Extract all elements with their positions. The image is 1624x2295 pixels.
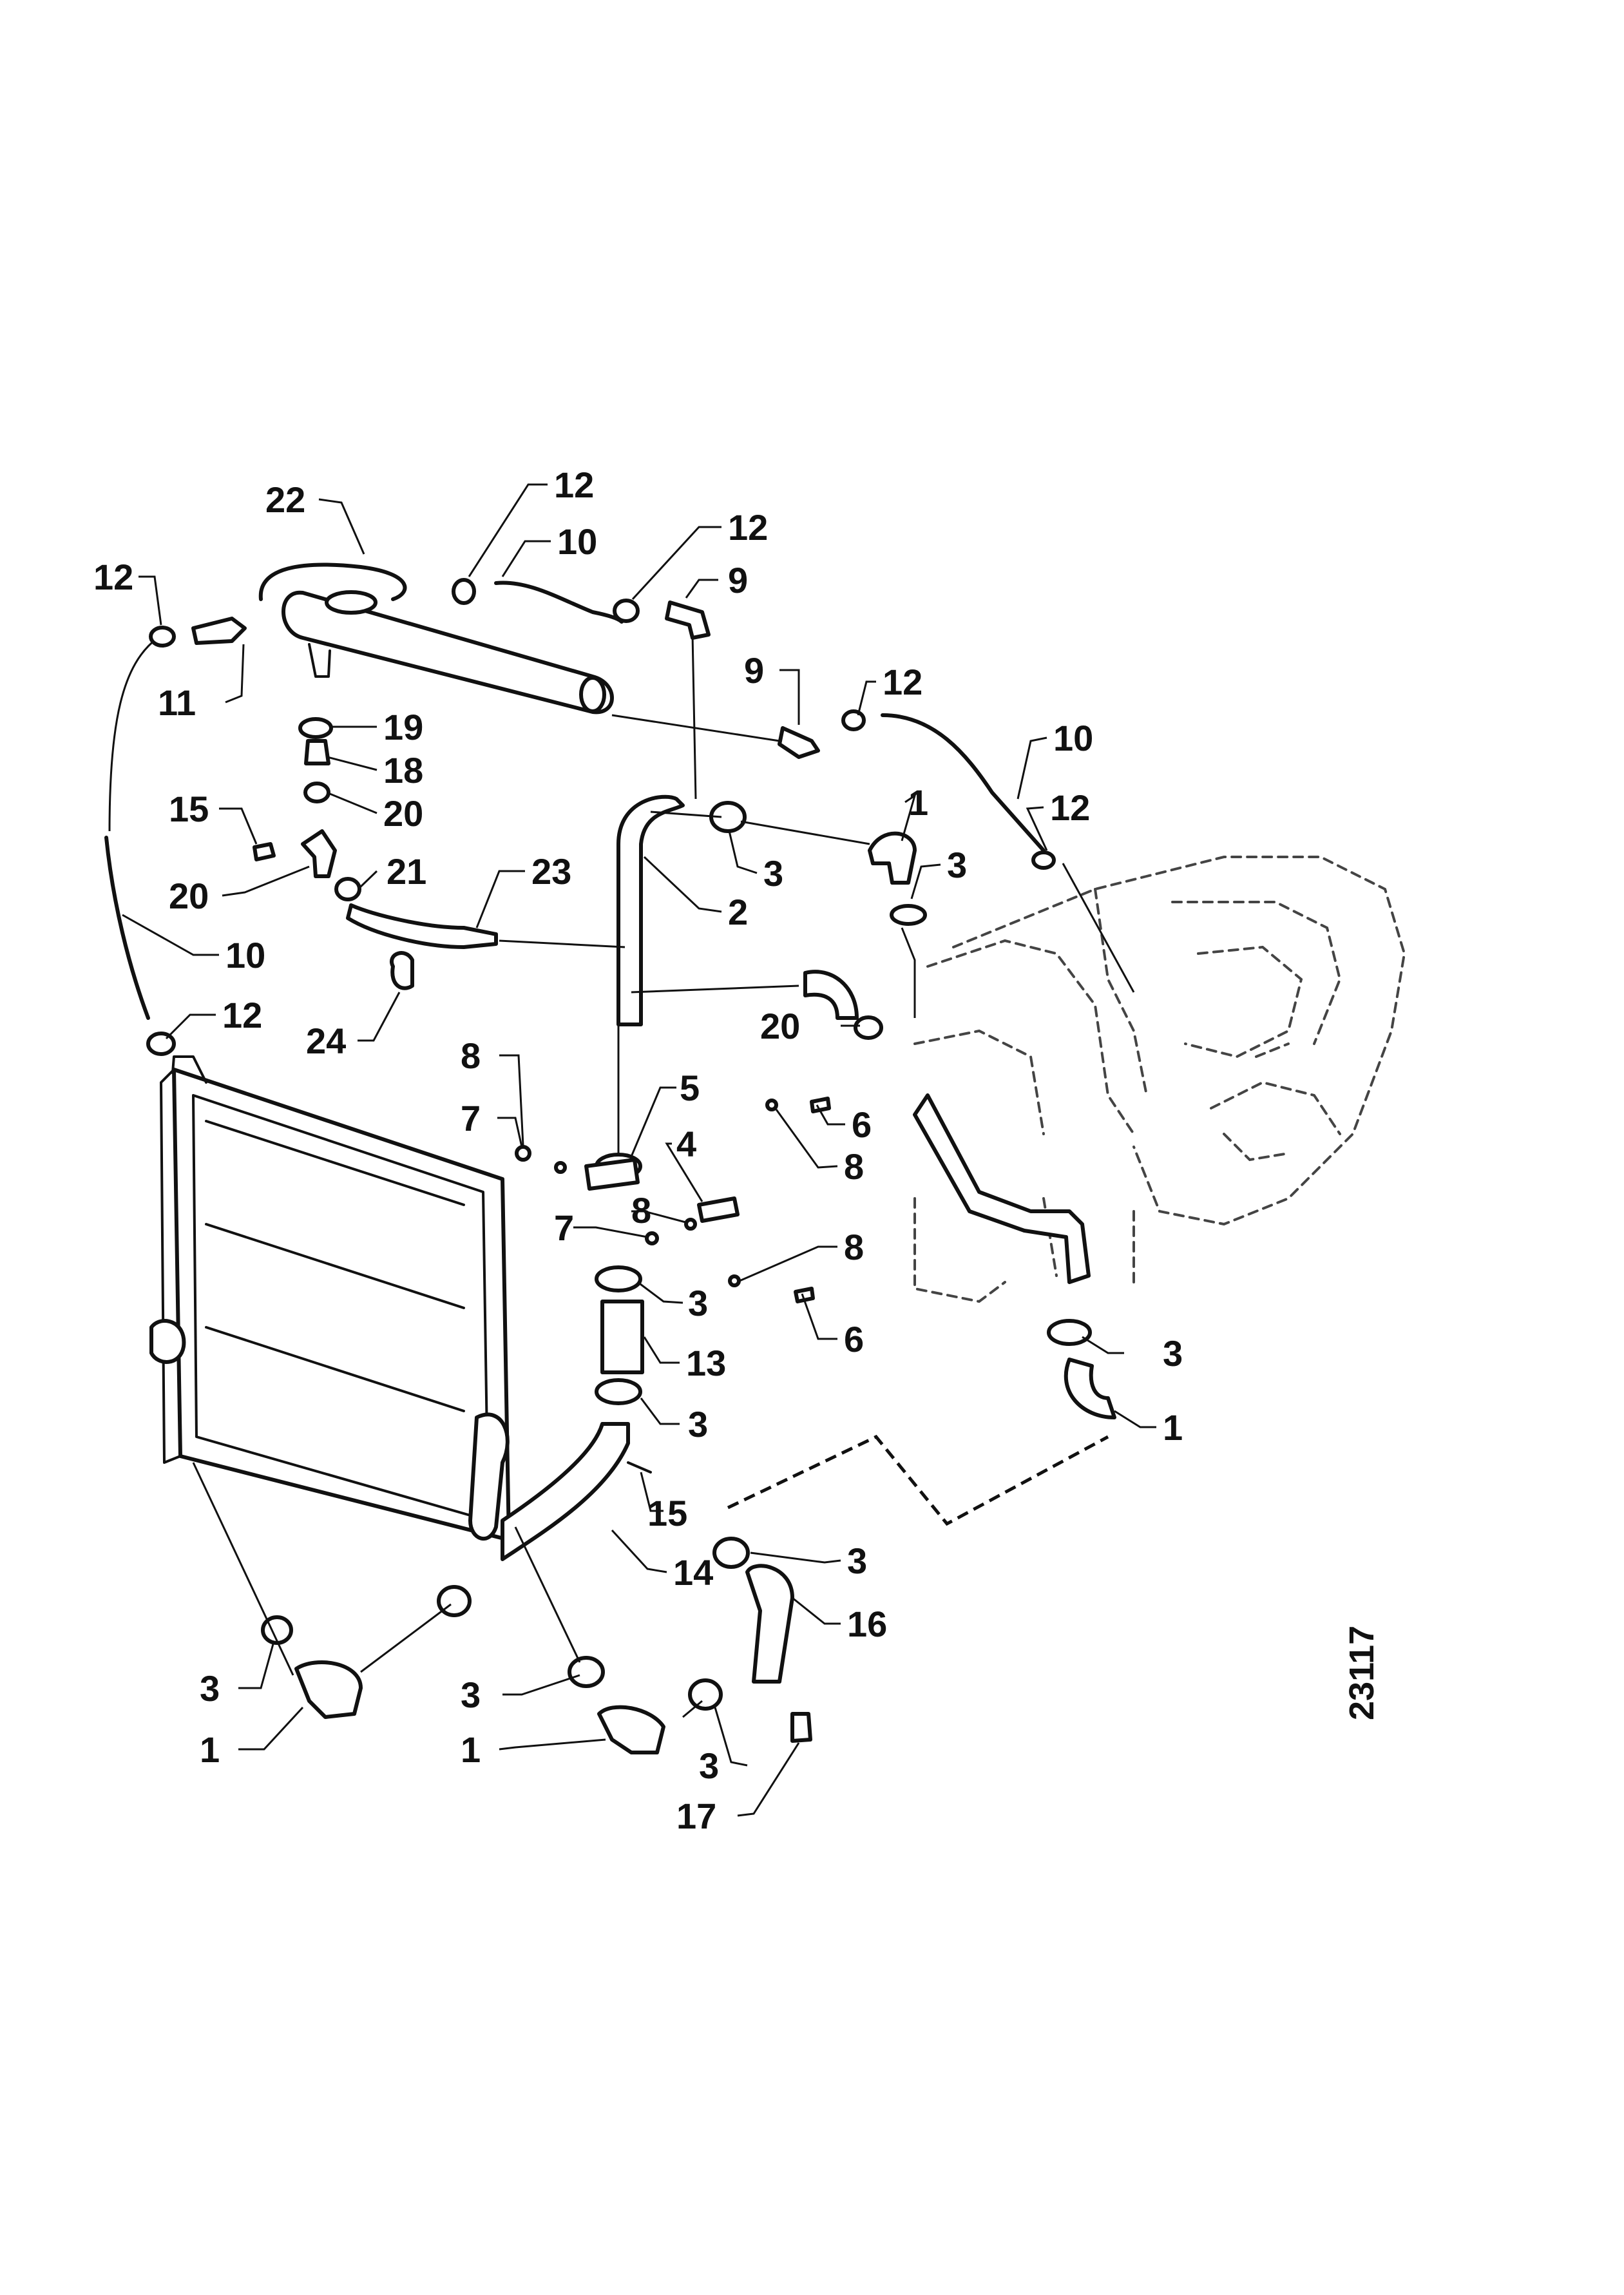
callout-3: 3 [847, 1541, 867, 1581]
callout-3: 3 [688, 1283, 708, 1323]
callouts: 22 12 10 12 9 12 11 19 18 20 15 21 20 23… [93, 465, 1183, 1836]
callout-13: 13 [686, 1343, 726, 1383]
expansion-tank [282, 590, 614, 715]
leader-lines [122, 483, 1156, 1817]
callout-1: 1 [200, 1729, 220, 1770]
callout-8: 8 [844, 1146, 864, 1187]
radiator [149, 1055, 511, 1542]
callout-10: 10 [1053, 718, 1093, 758]
callout-9: 9 [744, 650, 764, 691]
callout-22: 22 [265, 479, 305, 520]
callout-6: 6 [852, 1104, 872, 1145]
callout-4: 4 [676, 1124, 696, 1164]
callout-20: 20 [383, 793, 423, 834]
callout-12: 12 [728, 507, 768, 548]
callout-18: 18 [383, 750, 423, 791]
callout-3: 3 [947, 845, 967, 885]
callout-3: 3 [763, 853, 783, 894]
callout-23: 23 [531, 851, 571, 892]
callout-3: 3 [200, 1668, 220, 1709]
callout-12: 12 [554, 465, 594, 505]
callout-3: 3 [461, 1675, 481, 1715]
callout-7: 7 [554, 1207, 574, 1248]
clamps [146, 578, 1092, 1743]
figure-number: 23117 [1342, 1626, 1381, 1720]
callout-16: 16 [847, 1604, 887, 1644]
callout-10: 10 [557, 521, 597, 562]
callout-20: 21 [387, 851, 426, 892]
callout-5: 5 [680, 1068, 700, 1108]
callout-21: 20 [169, 876, 209, 916]
callout-3: 3 [699, 1745, 719, 1786]
callout-9: 9 [728, 560, 748, 600]
callout-12: 12 [883, 662, 922, 702]
callout-11: 11 [158, 682, 196, 723]
callout-17: 17 [676, 1796, 716, 1836]
callout-3: 3 [688, 1404, 708, 1445]
callout-14: 14 [673, 1552, 713, 1593]
callout-1: 1 [908, 782, 928, 823]
callout-12: 12 [1050, 787, 1090, 828]
callout-15: 15 [647, 1493, 687, 1533]
callout-6: 6 [844, 1319, 864, 1359]
callout-15: 15 [169, 789, 209, 829]
callout-12: 12 [222, 995, 262, 1035]
callout-2: 2 [728, 892, 748, 932]
callout-8: 8 [461, 1035, 481, 1076]
callout-1: 1 [461, 1729, 481, 1770]
callout-19: 19 [383, 707, 423, 747]
callout-24: 24 [306, 1021, 346, 1061]
hoses [104, 562, 1116, 1754]
callout-10: 10 [225, 935, 265, 975]
dashed-pipe-line [727, 1434, 1109, 1526]
callout-3: 3 [1163, 1333, 1183, 1374]
callout-8: 8 [631, 1190, 651, 1231]
engine-block [913, 856, 1406, 1303]
callout-8: 8 [844, 1227, 864, 1267]
callout-20: 20 [760, 1006, 800, 1046]
callout-1: 1 [1163, 1407, 1183, 1448]
callout-7: 7 [461, 1098, 481, 1138]
callout-12: 12 [93, 557, 133, 597]
